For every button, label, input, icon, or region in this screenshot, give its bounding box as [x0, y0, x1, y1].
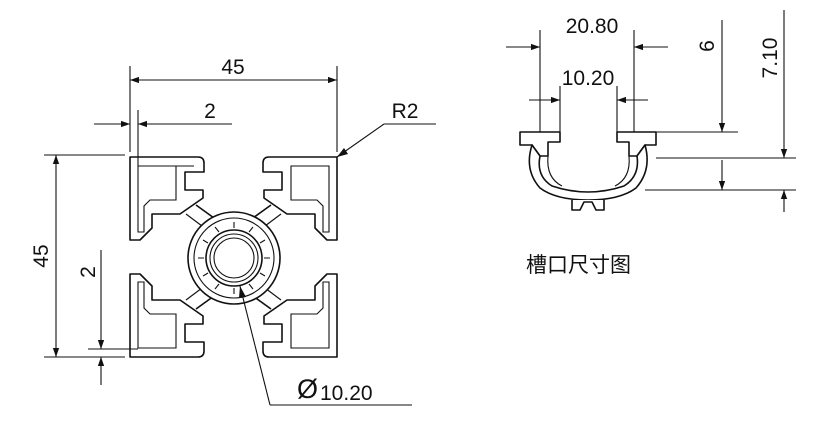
- dim-top-wall: 2: [94, 100, 232, 166]
- slot-outer-dim-text: 20.80: [566, 15, 619, 38]
- dim-slot-outer: 20.80: [506, 15, 668, 132]
- height-dim-text: 45: [30, 244, 53, 267]
- bore-symbol: Ø: [297, 374, 318, 404]
- top-wall-dim-text: 2: [204, 100, 216, 123]
- slot-section: 20.80 10.20 6 7.10 槽口尺寸图: [506, 10, 796, 277]
- dim-width: 45: [129, 56, 338, 152]
- depth-total-dim-text: 7.10: [759, 38, 782, 79]
- dim-depth-lip: 6: [620, 20, 796, 191]
- center-core: [187, 211, 281, 305]
- dim-height: 45: [30, 154, 125, 358]
- dim-left-wall: 2: [77, 250, 138, 385]
- profile-outline: [129, 156, 338, 358]
- dim-radius: R2: [336, 100, 436, 158]
- width-dim-text: 45: [221, 56, 244, 79]
- profile-section: 45 2 R2 45 2: [30, 56, 436, 406]
- left-wall-dim-text: 2: [77, 266, 100, 278]
- slot-outline: [519, 131, 657, 211]
- dim-depth-total: 7.10: [656, 10, 796, 212]
- dim-bore: Ø 10.20: [239, 285, 412, 406]
- depth-lip-dim-text: 6: [696, 40, 719, 52]
- dim-slot-opening: 10.20: [529, 67, 648, 132]
- bore-dim-text: 10.20: [320, 382, 373, 405]
- radius-dim-text: R2: [392, 100, 419, 123]
- slot-opening-dim-text: 10.20: [562, 67, 615, 90]
- slot-caption: 槽口尺寸图: [526, 253, 631, 277]
